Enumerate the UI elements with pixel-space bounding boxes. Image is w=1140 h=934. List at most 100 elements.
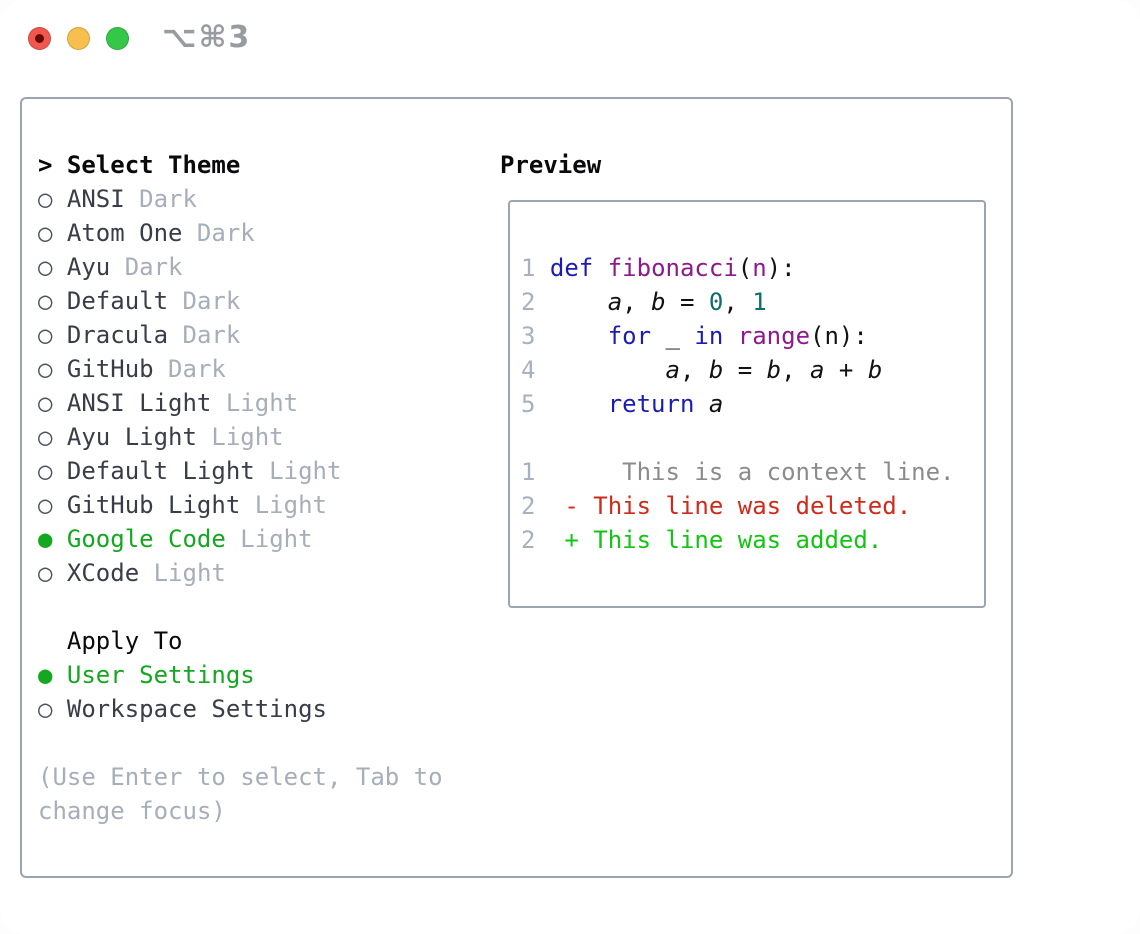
line-number: 2 xyxy=(521,526,550,554)
apply-option-label: User Settings xyxy=(66,661,255,689)
apply-option-label: Workspace Settings xyxy=(66,695,327,723)
theme-option-google-code[interactable]: ● Google Code Light xyxy=(38,522,443,556)
code-token: b xyxy=(867,356,883,384)
code-token: range xyxy=(737,322,811,350)
theme-option-ayu-light[interactable]: ○Ayu Light Light xyxy=(38,420,443,454)
theme-variant: Dark xyxy=(182,219,255,247)
theme-variant: Dark xyxy=(168,321,241,349)
diff-text: + This line was added. xyxy=(549,526,883,554)
code-token: for xyxy=(607,322,652,350)
minimize-button[interactable] xyxy=(67,27,90,50)
theme-variant: Light xyxy=(240,491,327,519)
theme-option-xcode[interactable]: ○XCode Light xyxy=(38,556,443,590)
code-token: , xyxy=(723,288,753,316)
diff-text: This is a context line. xyxy=(549,458,955,486)
theme-option-dracula[interactable]: ○Dracula Dark xyxy=(38,318,443,352)
titlebar: ⌥⌘3 xyxy=(0,0,1140,97)
radio-icon: ○ xyxy=(38,321,53,349)
radio-icon: ○ xyxy=(38,355,53,383)
theme-name: Google Code xyxy=(66,525,226,553)
code-token: 1 xyxy=(752,288,767,316)
theme-variant: Light xyxy=(225,525,313,553)
code-token: + xyxy=(824,356,868,384)
radio-selected-icon: ● xyxy=(38,525,53,553)
line-number: 3 xyxy=(521,322,550,350)
apply-option-workspace-settings[interactable]: ○Workspace Settings xyxy=(38,692,443,726)
theme-option-github[interactable]: ○ GitHub Dark xyxy=(38,352,443,386)
spacer xyxy=(38,590,443,624)
preview-title: Preview xyxy=(500,151,602,179)
panel-title: Select Theme xyxy=(66,151,241,179)
radio-icon: ○ xyxy=(38,287,53,315)
radio-icon: ○ xyxy=(38,253,53,281)
radio-icon: ○ xyxy=(38,491,53,519)
radio-selected-icon: ● xyxy=(38,661,53,689)
code-token xyxy=(694,390,708,418)
code-token: b xyxy=(651,288,666,316)
prompt-icon: > xyxy=(38,151,53,179)
theme-option-default[interactable]: ○ Default Dark xyxy=(38,284,443,318)
theme-variant: Dark xyxy=(110,253,183,281)
radio-icon: ○ xyxy=(38,457,53,485)
code-token: _ xyxy=(651,322,695,350)
theme-variant: Dark xyxy=(153,355,226,383)
code-token: , xyxy=(781,356,811,384)
code-token: a xyxy=(810,356,825,384)
theme-option-ayu[interactable]: ○ Ayu Dark xyxy=(38,250,443,284)
code-token: def xyxy=(549,254,594,282)
code-token: return xyxy=(607,390,695,418)
theme-option-default-light[interactable]: ○Default Light Light xyxy=(38,454,443,488)
theme-name: Atom One xyxy=(66,219,183,247)
code-token xyxy=(550,390,608,418)
theme-name: Default xyxy=(66,287,169,315)
code-token: n xyxy=(752,254,767,282)
theme-name: ANSI Light xyxy=(66,389,212,417)
code-token xyxy=(550,288,608,316)
apply-to-header: Apply To xyxy=(38,624,443,658)
code-token: , xyxy=(679,356,709,384)
window-shortcut-label: ⌥⌘3 xyxy=(162,20,252,55)
apply-options-list: ● User Settings ○Workspace Settings xyxy=(38,658,443,726)
code-token: = xyxy=(665,288,709,316)
code-token xyxy=(550,356,666,384)
theme-name: Ayu xyxy=(66,253,111,281)
apply-option-user-settings[interactable]: ● User Settings xyxy=(38,658,443,692)
code-token: = xyxy=(723,356,767,384)
theme-name: ANSI xyxy=(66,185,125,213)
code-token xyxy=(723,322,737,350)
maximize-button[interactable] xyxy=(106,27,129,50)
code-token: b xyxy=(708,356,724,384)
line-number: 1 xyxy=(521,458,550,486)
theme-option-atom-one[interactable]: ○Atom One Dark xyxy=(38,216,443,250)
diff-line-context: 1 This is a context line. xyxy=(521,455,984,489)
select-theme-header: > Select Theme xyxy=(38,148,443,182)
theme-options-list: ○ANSI Dark○Atom One Dark○Ayu Dark○Defaul… xyxy=(38,182,443,590)
apply-to-indent xyxy=(38,624,67,658)
line-number: 5 xyxy=(521,390,550,418)
radio-icon: ○ xyxy=(38,389,53,417)
code-token xyxy=(550,322,608,350)
code-line xyxy=(521,421,984,455)
theme-option-github-light[interactable]: ○ GitHub Light Light xyxy=(38,488,443,522)
preview-header: Preview xyxy=(500,148,601,182)
theme-name: GitHub xyxy=(66,355,154,383)
close-button[interactable] xyxy=(28,27,51,50)
theme-variant: Light xyxy=(254,457,342,485)
theme-variant: Light xyxy=(211,389,299,417)
code-token: a xyxy=(708,390,724,418)
line-number: 2 xyxy=(521,288,550,316)
diff-line-added: 2 + This line was added. xyxy=(521,523,984,557)
code-token: , xyxy=(622,288,652,316)
code-line: 2 a, b = 0, 1 xyxy=(521,285,984,319)
line-number: 4 xyxy=(521,356,550,384)
theme-name: Ayu Light xyxy=(66,423,197,451)
radio-icon: ○ xyxy=(38,423,53,451)
theme-option-ansi-light[interactable]: ○ ANSI Light Light xyxy=(38,386,443,420)
theme-option-ansi[interactable]: ○ANSI Dark xyxy=(38,182,443,216)
theme-name: GitHub Light xyxy=(66,491,241,519)
theme-variant: Dark xyxy=(168,287,241,315)
theme-variant: Light xyxy=(139,559,226,587)
code-token: ( xyxy=(737,254,753,282)
